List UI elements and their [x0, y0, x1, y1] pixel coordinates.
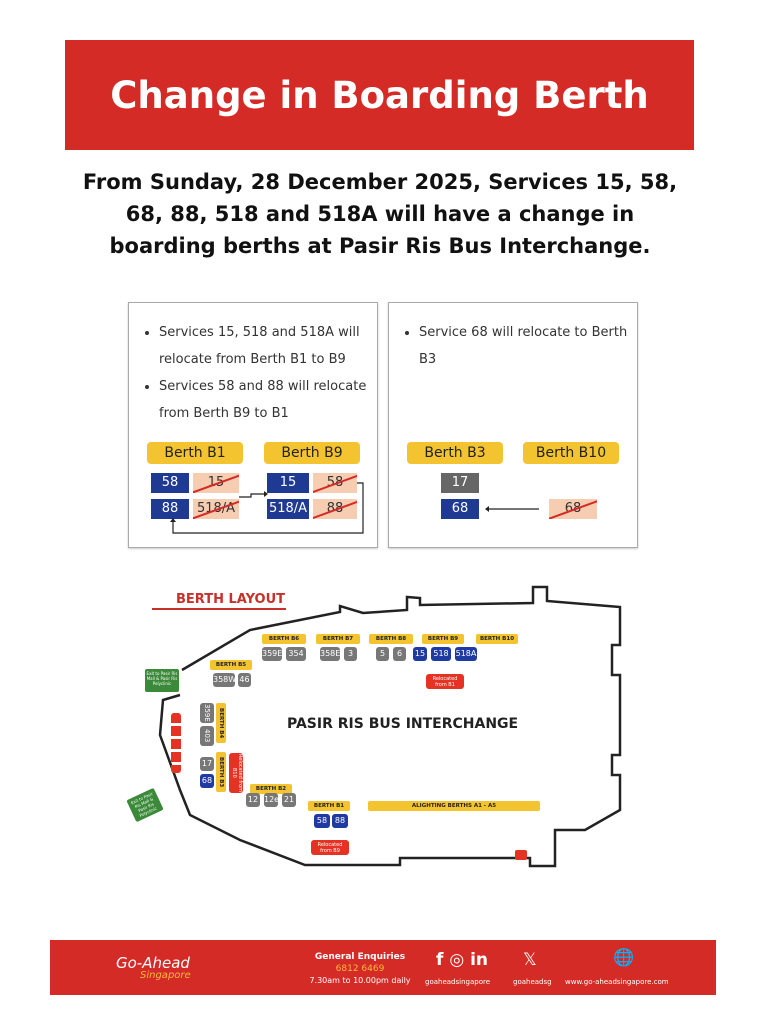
website-link[interactable]: www.go-aheadsingapore.com — [565, 978, 669, 986]
subtitle-line: boarding berths at Pasir Ris Bus Interch… — [109, 234, 651, 258]
heading-underline — [152, 608, 286, 610]
globe-icon: 🌐 — [613, 948, 635, 968]
hours: 7.30am to 10.00pm daily — [309, 976, 411, 985]
subtitle: From Sunday, 28 December 2025, Services … — [60, 166, 700, 262]
old-service-tag: 68 — [549, 499, 597, 519]
social-icons: f ◎ in — [436, 950, 488, 970]
service-tag: 359E — [200, 703, 214, 723]
service-tag: 68 — [441, 499, 479, 519]
berth-b1: BERTH B1 — [308, 801, 350, 811]
service-tag: 68 — [200, 774, 214, 788]
old-service-tag: 518/A — [193, 499, 239, 519]
berth-b3: BERTH B3 — [216, 752, 226, 792]
phone-number: 6812 6469 — [335, 964, 385, 974]
relocated-badge: Relocated from B10 — [229, 753, 243, 793]
social-handle[interactable]: goaheadsingapore — [425, 978, 491, 986]
berth-b7: BERTH B7 — [316, 634, 360, 644]
x-handle[interactable]: goaheadsg — [513, 978, 552, 986]
berth-b10-label: Berth B10 — [523, 442, 619, 464]
service-tag: 518/A — [267, 499, 309, 519]
brand-logo: Go-Ahead — [116, 954, 190, 972]
x-icon: 𝕏 — [523, 950, 537, 970]
service-tag: 3 — [344, 647, 357, 661]
service-tag: 58 — [151, 473, 189, 493]
berth-b9: BERTH B9 — [422, 634, 464, 644]
service-tag: 88 — [332, 814, 348, 828]
toilet-icon — [515, 850, 527, 860]
service-tag: 15 — [413, 647, 427, 661]
service-tag: 46 — [238, 673, 251, 687]
service-tag: 17 — [200, 757, 214, 771]
service-tag: 518A — [455, 647, 477, 661]
service-tag: 58 — [314, 814, 330, 828]
bullet: Services 58 and 88 will relocate from Be… — [159, 373, 377, 427]
subtitle-line: From Sunday, 28 December 2025, Services … — [82, 170, 678, 194]
enquiries-label: General Enquiries — [314, 952, 406, 962]
service-tag: 358E — [320, 647, 340, 661]
berth-b1-label: Berth B1 — [147, 442, 243, 464]
berth-b6: BERTH B6 — [262, 634, 306, 644]
service-tag: 359E — [262, 647, 282, 661]
page-title: Change in Boarding Berth — [110, 73, 649, 117]
relocation-arrows — [170, 482, 364, 534]
service-tag: 403 — [200, 726, 214, 746]
title-banner: Change in Boarding Berth — [65, 40, 694, 150]
berth-b9-label: Berth B9 — [264, 442, 360, 464]
relocated-badge: Relocated from B1 — [426, 674, 464, 689]
interchange-name: PASIR RIS BUS INTERCHANGE — [287, 716, 519, 732]
service-tag: 15 — [267, 473, 309, 493]
right-info-box: Service 68 will relocate to Berth B3 Ber… — [388, 302, 638, 548]
berth-b10: BERTH B10 — [476, 634, 518, 644]
service-tag: 358W — [213, 673, 236, 687]
relocation-arrow — [485, 506, 539, 512]
berth-b3-label: Berth B3 — [407, 442, 503, 464]
old-service-tag: 88 — [313, 499, 357, 519]
berth-b4: BERTH B4 — [216, 703, 226, 743]
bullet: Service 68 will relocate to Berth B3 — [419, 319, 637, 373]
footer: Go-Ahead Singapore General Enquiries 681… — [50, 940, 716, 995]
brand-sub: Singapore — [140, 970, 191, 981]
service-tag: 12 — [246, 793, 260, 807]
berth-layout-heading: BERTH LAYOUT — [176, 592, 286, 607]
service-tag: 354 — [286, 647, 306, 661]
berth-b2: BERTH B2 — [250, 784, 292, 794]
service-tag: 6 — [393, 647, 406, 661]
service-tag: 518 — [431, 647, 451, 661]
exit-sign: Exit to Pasir Ris Mall & Pasir Ris Polyc… — [145, 669, 179, 692]
service-tag: 5 — [376, 647, 389, 661]
left-info-box: Services 15, 518 and 518A will relocate … — [128, 302, 378, 548]
bullet: Services 15, 518 and 518A will relocate … — [159, 319, 377, 373]
alighting-berths: ALIGHTING BERTHS A1 - A5 — [368, 801, 540, 811]
service-tag: 12e — [264, 793, 279, 807]
service-tag: 17 — [441, 473, 479, 493]
relocated-badge: Relocated from B9 — [311, 840, 349, 855]
berth-b8: BERTH B8 — [369, 634, 413, 644]
service-tag: 21 — [282, 793, 296, 807]
berth-b5: BERTH B5 — [210, 660, 252, 670]
subtitle-line: 68, 88, 518 and 518A will have a change … — [125, 202, 635, 226]
facility-icons — [171, 713, 181, 773]
old-service-tag: 15 — [193, 473, 239, 493]
old-service-tag: 58 — [313, 473, 357, 493]
service-tag: 88 — [151, 499, 189, 519]
